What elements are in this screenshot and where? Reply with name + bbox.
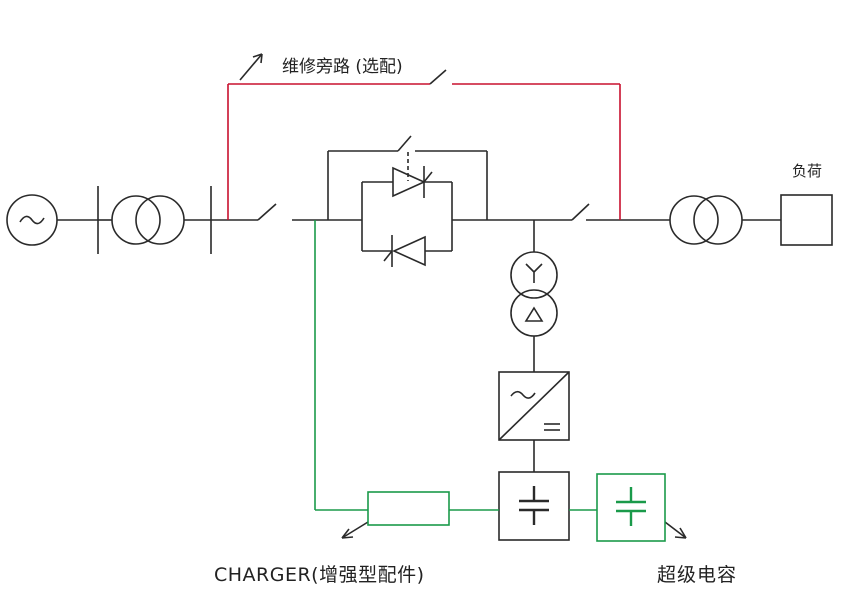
bypass-arrow-icon [239,53,263,81]
supercap-label: 超级电容 [657,564,738,586]
ac-dc-converter-icon [498,371,570,441]
load-label: 负荷 [792,162,823,180]
supercapacitor-icon [596,473,666,542]
output-transformer-icon [669,195,743,245]
bypass-label: 维修旁路 (选配) [282,57,403,77]
bypass-switch [429,69,447,85]
load-box [780,194,833,246]
thyristor-forward-icon [362,166,452,198]
capacitor-icon [498,471,570,541]
thyristor-reverse-icon [362,235,452,267]
charger-block [367,491,450,526]
star-delta-transformer-icon [510,251,558,337]
ac-source-icon [6,194,58,246]
static-switch-bypass-switch [397,135,412,152]
input-transformer-icon [111,195,185,245]
supercap-arrow-icon [664,521,687,539]
input-switch [257,203,277,221]
charger-label: CHARGER(增强型配件) [214,564,425,586]
output-switch [571,203,590,221]
charger-arrow-icon [341,521,369,539]
